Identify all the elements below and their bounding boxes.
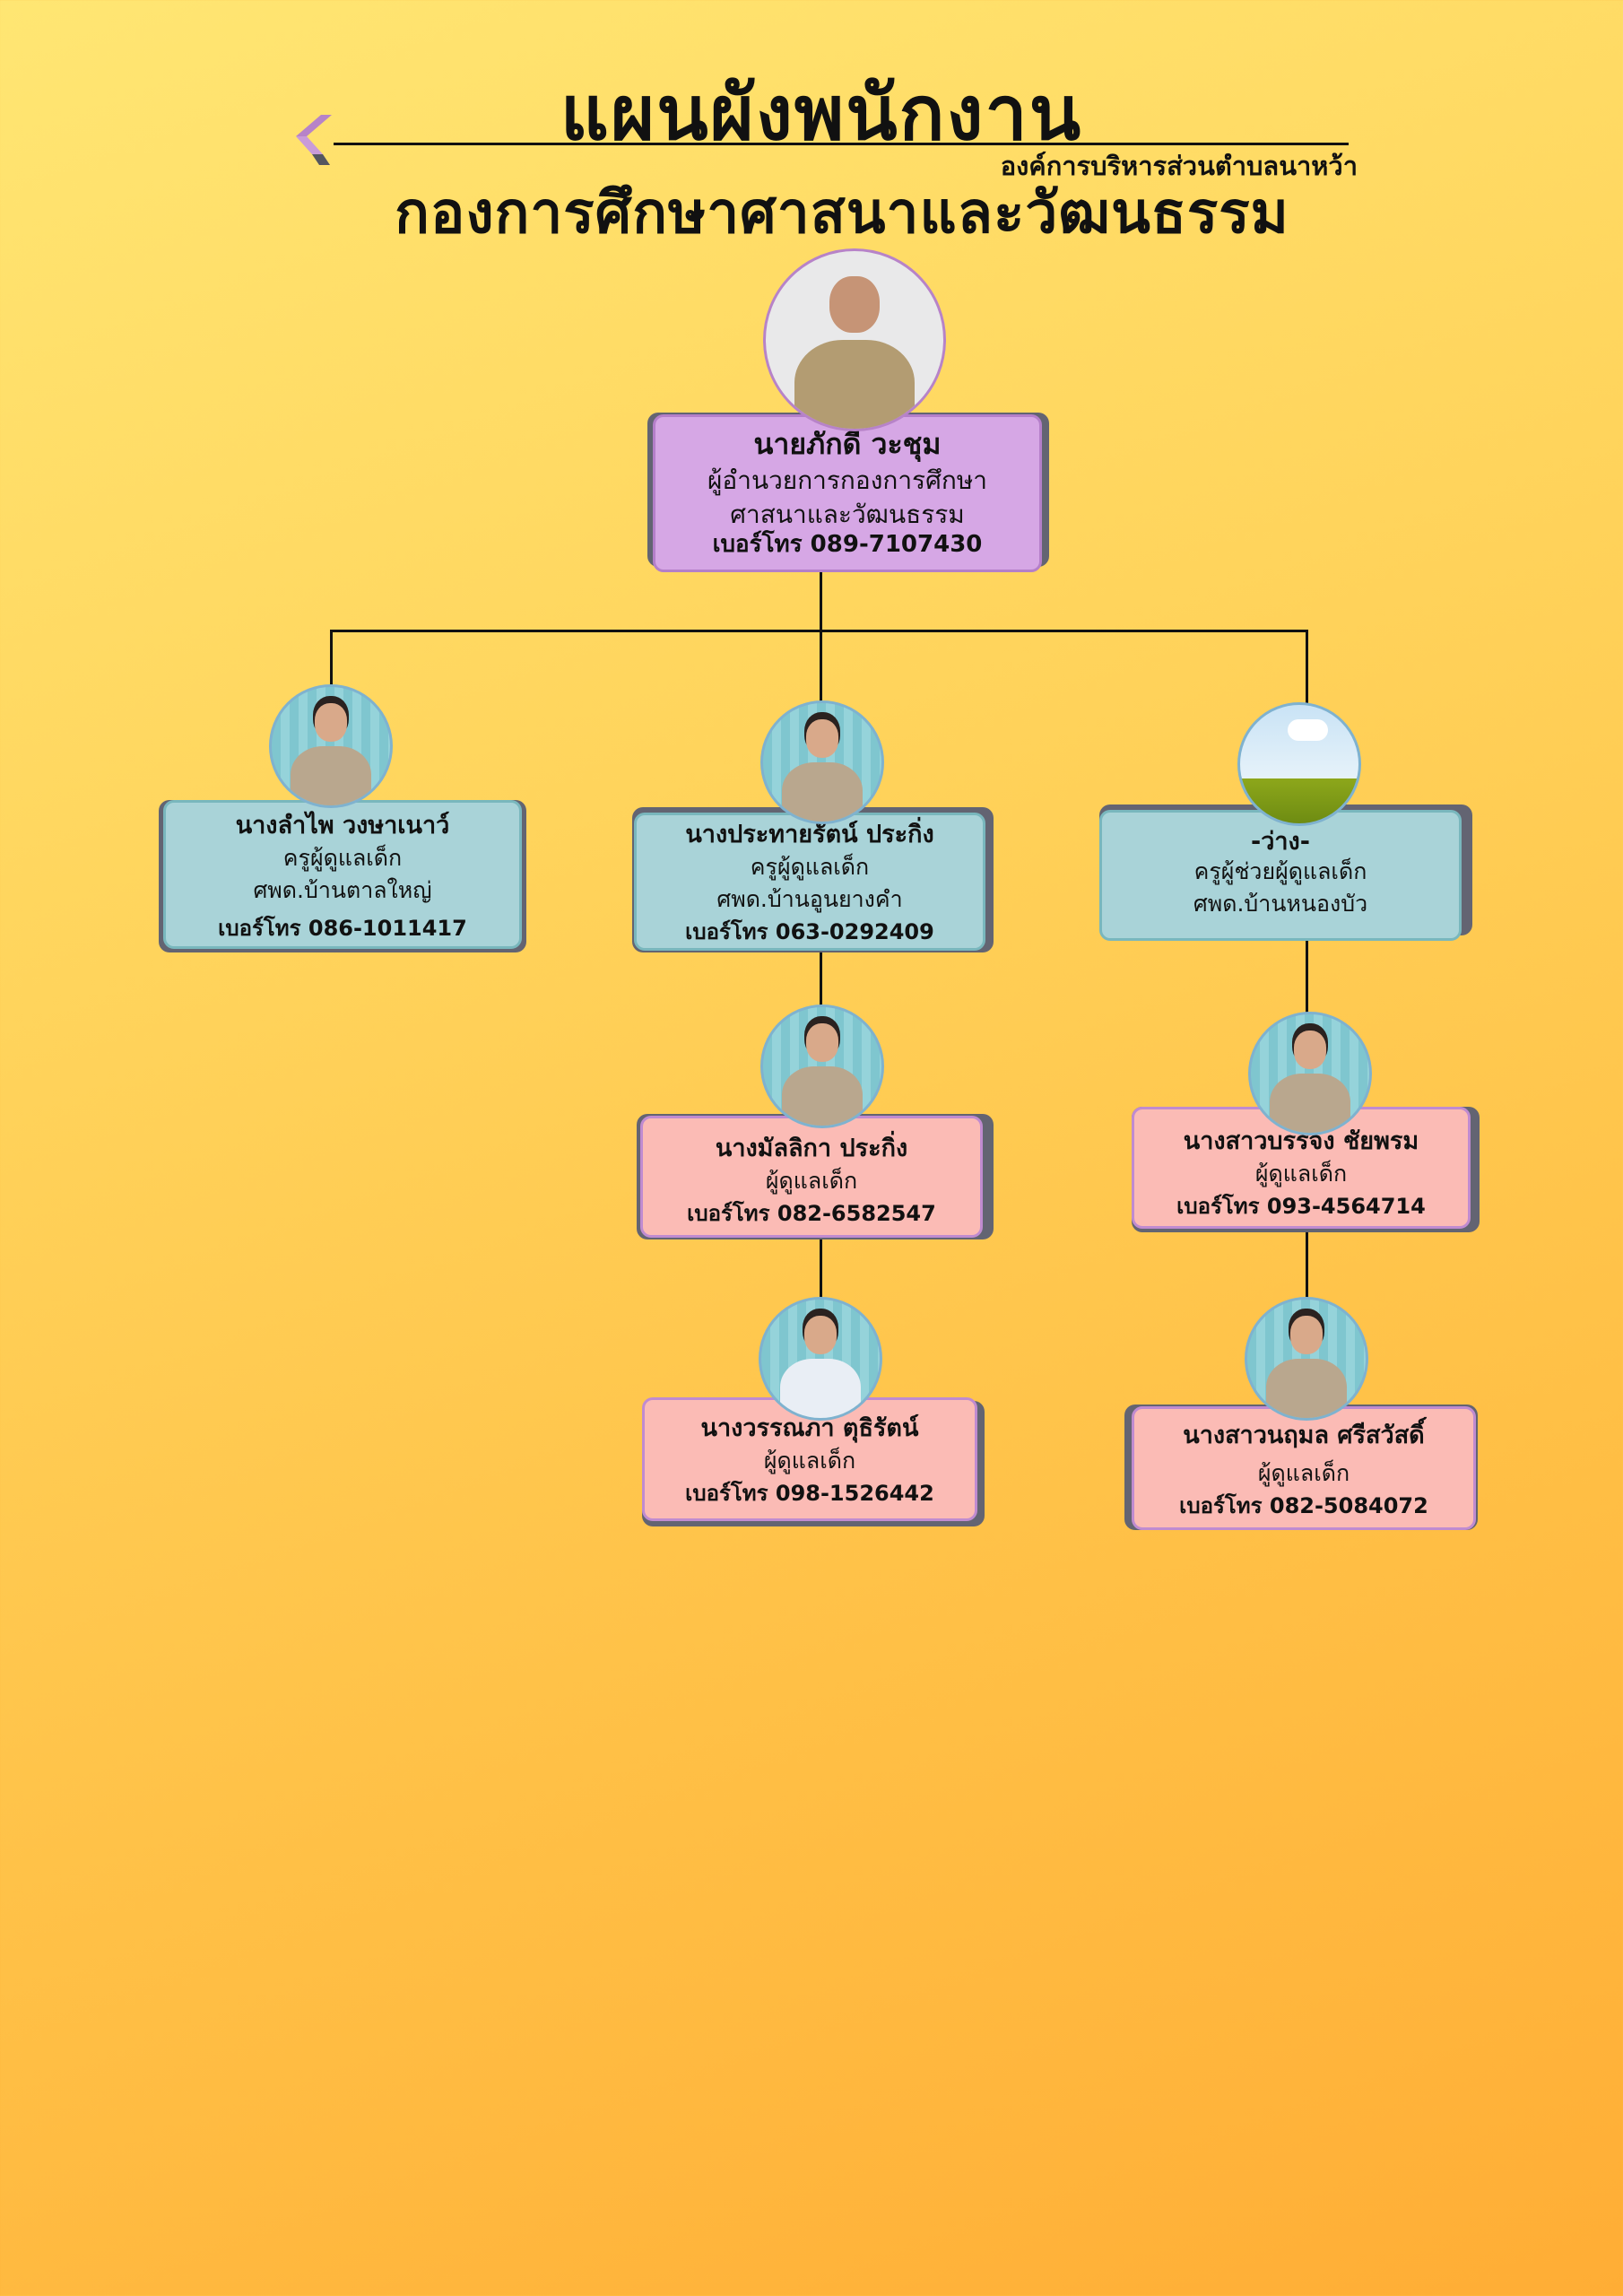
caregiver-photo bbox=[759, 1297, 882, 1421]
vacant-card: -ว่าง- ครูผู้ช่วยผู้ดูแลเด็ก ศพด.บ้านหนอ… bbox=[1099, 810, 1462, 941]
caregiver-phone: เบอร์โทร 093-4564714 bbox=[1176, 1194, 1426, 1219]
connector bbox=[330, 630, 1307, 632]
caregiver-card: นางมัลลิกา ประกิ่ง ผู้ดูแลเด็ก เบอร์โทร … bbox=[640, 1116, 983, 1238]
caregiver-position: ผู้ดูแลเด็ก bbox=[1254, 1161, 1348, 1187]
connector bbox=[1306, 939, 1308, 1013]
caregiver-phone: เบอร์โทร 098-1526442 bbox=[685, 1481, 934, 1506]
teacher-center: ศพด.บ้านอูนยางคำ bbox=[716, 886, 903, 912]
teacher-position: ครูผู้ช่วยผู้ดูแลเด็ก bbox=[1193, 858, 1367, 884]
caregiver-name: นางมัลลิกา ประกิ่ง bbox=[715, 1135, 908, 1162]
director-phone: เบอร์โทร 089-7107430 bbox=[712, 531, 983, 558]
teacher-center: ศพด.บ้านหนองบัว bbox=[1193, 891, 1368, 917]
connector bbox=[330, 630, 333, 689]
director-card: นายภักดี วะชุม ผู้อำนวยการกองการศึกษา ศา… bbox=[653, 414, 1042, 572]
teacher-phone: เบอร์โทร 063-0292409 bbox=[685, 919, 934, 944]
teacher-photo bbox=[269, 684, 393, 808]
teacher-phone: เบอร์โทร 086-1011417 bbox=[218, 916, 467, 941]
caregiver-name: นางสาวนฤมล ศรีสวัสดิ์ bbox=[1183, 1422, 1425, 1449]
teacher-position: ครูผู้ดูแลเด็ก bbox=[282, 845, 403, 871]
director-photo bbox=[763, 248, 946, 431]
teacher-card: นางลำไพ วงษาเนาว์ ครูผู้ดูแลเด็ก ศพด.บ้า… bbox=[163, 800, 522, 949]
director-position: ผู้อำนวยการกองการศึกษา bbox=[707, 465, 987, 495]
caregiver-photo bbox=[1248, 1012, 1372, 1135]
chart-title: แผนผังพนักงาน bbox=[560, 69, 1083, 157]
caregiver-photo bbox=[1245, 1297, 1368, 1421]
chevron-logo-icon bbox=[296, 115, 332, 165]
director-position-2: ศาสนาและวัฒนธรรม bbox=[730, 500, 965, 529]
placeholder-landscape-icon bbox=[1237, 702, 1361, 826]
connector bbox=[820, 1239, 822, 1298]
caregiver-photo bbox=[760, 1004, 884, 1128]
connector bbox=[820, 951, 822, 1008]
caregiver-position: ผู้ดูแลเด็ก bbox=[1257, 1460, 1350, 1486]
director-name: นายภักดี วะชุม bbox=[753, 427, 942, 461]
teacher-photo bbox=[760, 700, 884, 824]
connector bbox=[1306, 1231, 1308, 1299]
teacher-position: ครูผู้ดูแลเด็ก bbox=[750, 854, 870, 880]
connector bbox=[1306, 630, 1308, 703]
caregiver-card: นางสาวนฤมล ศรีสวัสดิ์ ผู้ดูแลเด็ก เบอร์โ… bbox=[1132, 1406, 1476, 1530]
caregiver-position: ผู้ดูแลเด็ก bbox=[765, 1168, 858, 1194]
caregiver-phone: เบอร์โทร 082-5084072 bbox=[1179, 1493, 1428, 1518]
header-divider bbox=[334, 143, 1349, 145]
connector bbox=[820, 570, 822, 644]
department-name: กองการศึกษาศาสนาและวัฒนธรรม bbox=[395, 180, 1289, 247]
teacher-name: นางลำไพ วงษาเนาว์ bbox=[235, 812, 450, 839]
caregiver-position: ผู้ดูแลเด็ก bbox=[763, 1448, 856, 1474]
organization-name: องค์การบริหารส่วนตำบลนาหว้า bbox=[1000, 151, 1358, 181]
vacant-label: -ว่าง- bbox=[1251, 828, 1310, 856]
teacher-center: ศพด.บ้านตาลใหญ่ bbox=[253, 877, 432, 903]
connector bbox=[820, 630, 822, 703]
teacher-card: นางประทายรัตน์ ประกิ่ง ครูผู้ดูแลเด็ก ศพ… bbox=[634, 813, 985, 951]
caregiver-phone: เบอร์โทร 082-6582547 bbox=[687, 1201, 936, 1226]
teacher-name: นางประทายรัตน์ ประกิ่ง bbox=[685, 821, 934, 848]
